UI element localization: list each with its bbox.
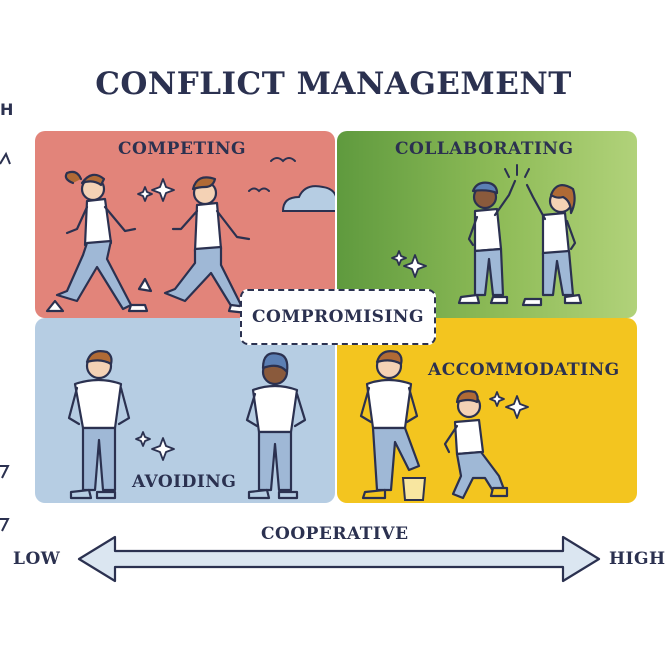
left-axis-mark-2: [0, 518, 10, 532]
compromising-label: COMPROMISING: [252, 307, 424, 327]
x-axis-low-label: LOW: [13, 549, 61, 569]
x-axis-label: COOPERATIVE: [261, 524, 409, 544]
x-axis-high-label: HIGH: [609, 549, 666, 569]
accommodating-illustration: [359, 350, 529, 501]
page-title: CONFLICT MANAGEMENT: [95, 66, 572, 102]
left-axis-arrow-fragment: [0, 151, 11, 165]
collaborating-illustration: [391, 164, 583, 307]
competing-illustration: [45, 157, 335, 315]
quadrant-competing: COMPETING: [35, 131, 335, 318]
compromising-box: COMPROMISING: [240, 289, 436, 345]
quadrant-label-avoiding: AVOIDING: [132, 472, 237, 492]
quadrant-label-competing: COMPETING: [118, 139, 247, 159]
double-headed-arrow: [77, 535, 601, 583]
quadrant-avoiding: AVOIDING: [35, 318, 335, 503]
quadrant-label-collaborating: COLLABORATING: [395, 139, 574, 159]
left-axis-high-fragment: H: [0, 100, 14, 119]
quadrant-label-accommodating: ACCOMMODATING: [428, 360, 620, 380]
quadrant-collaborating: COLLABORATING: [337, 131, 637, 318]
avoiding-illustration: [67, 350, 307, 500]
quadrant-accommodating: ACCOMMODATING: [337, 318, 637, 503]
left-axis-mark-1: [0, 465, 10, 479]
